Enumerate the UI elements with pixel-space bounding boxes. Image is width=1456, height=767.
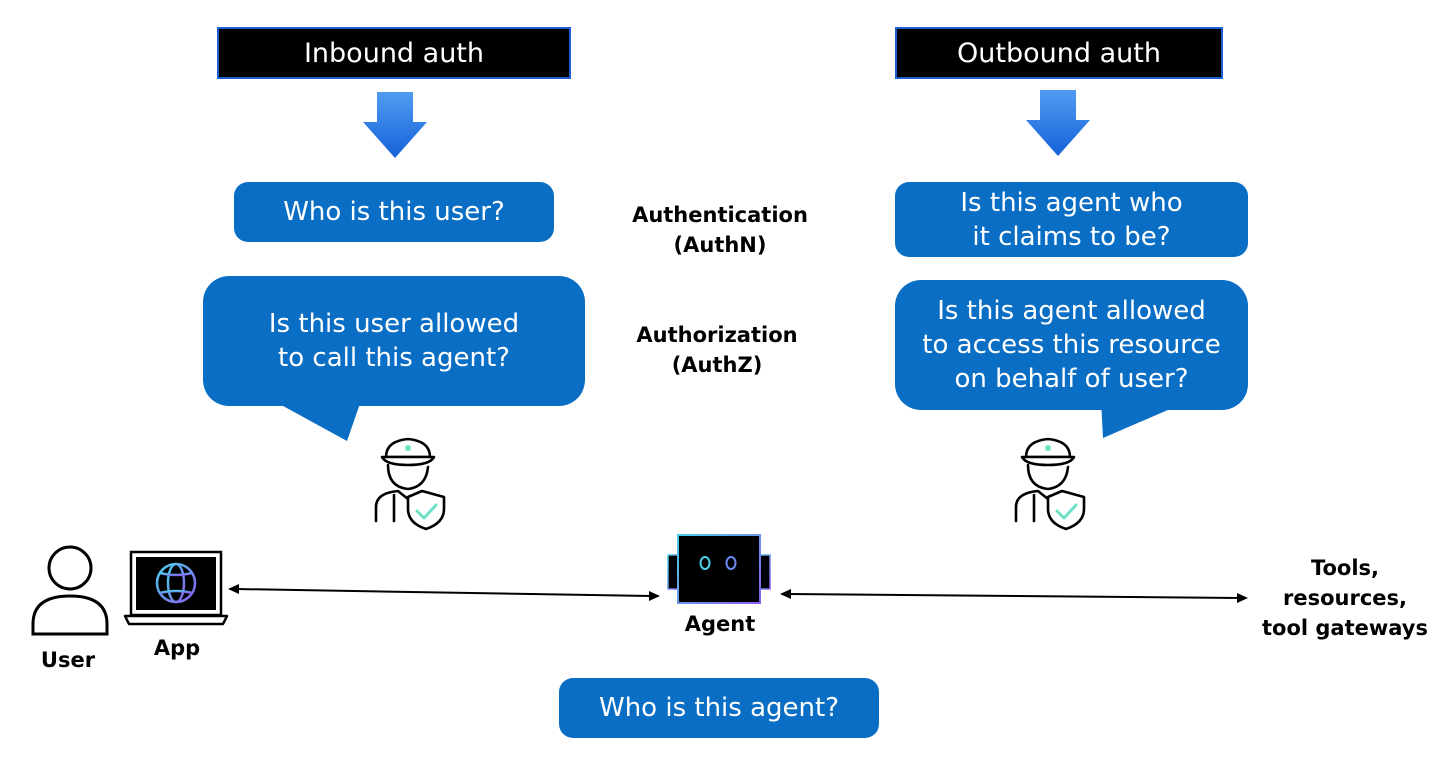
inbound-auth-header: Inbound auth	[217, 27, 571, 79]
authz-label: Authorization (AuthZ)	[636, 323, 798, 377]
agent-identity-bubble: Who is this agent?	[559, 678, 879, 738]
user-icon	[31, 545, 109, 636]
laptop-globe-icon	[123, 550, 229, 626]
inbound-authn-bubble: Who is this user?	[234, 182, 554, 242]
outbound-authz-bubble: Is this agent allowed to access this res…	[895, 280, 1248, 410]
agent-tools-double-arrow-icon	[780, 589, 1248, 603]
outbound-authn-bubble: Is this agent who it claims to be?	[895, 182, 1248, 257]
user-label: User	[40, 648, 96, 672]
outbound-authn-question: Is this agent who it claims to be?	[960, 187, 1183, 252]
agent-label: Agent	[684, 612, 756, 636]
inbound-authn-question: Who is this user?	[283, 197, 505, 227]
inbound-guard-shield-icon	[374, 437, 446, 531]
inbound-authz-bubble: Is this user allowed to call this agent?	[203, 276, 585, 406]
agent-identity-question: Who is this agent?	[598, 693, 839, 723]
outbound-down-arrow-icon	[1026, 90, 1090, 156]
inbound-bubble-tail	[263, 395, 363, 441]
inbound-authz-question: Is this user allowed to call this agent?	[268, 309, 520, 373]
tools-label: Tools, resources, tool gateways	[1261, 556, 1428, 640]
robot-agent-icon	[667, 534, 771, 604]
outbound-authz-question: Is this agent allowed to access this res…	[922, 296, 1221, 394]
outbound-guard-shield-icon	[1014, 437, 1086, 531]
app-agent-double-arrow-icon	[228, 584, 660, 601]
outbound-auth-header: Outbound auth	[895, 27, 1223, 79]
inbound-auth-header-label: Inbound auth	[303, 37, 485, 69]
app-label: App	[153, 636, 201, 660]
outbound-auth-header-label: Outbound auth	[957, 37, 1161, 69]
inbound-down-arrow-icon	[363, 92, 427, 158]
authn-label: Authentication (AuthN)	[632, 203, 808, 257]
